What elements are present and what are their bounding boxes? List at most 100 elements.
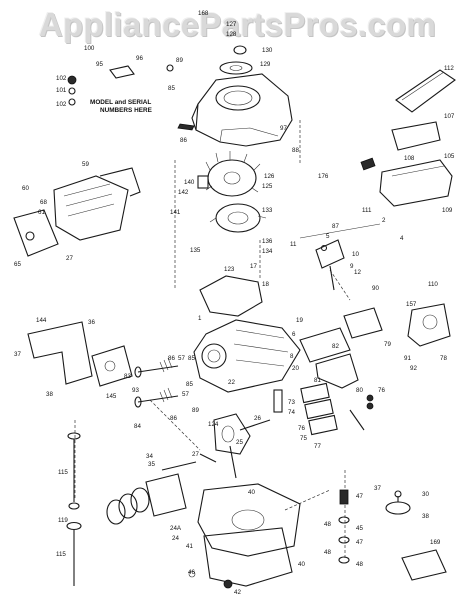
- callout-127: 127: [226, 21, 237, 28]
- callout-38: 38: [46, 391, 53, 398]
- callout-8: 8: [290, 353, 294, 360]
- ignition-module-drawing: [197, 175, 267, 233]
- callout-86-b: 86: [168, 355, 175, 362]
- callout-26: 26: [254, 415, 261, 422]
- callout-60: 60: [22, 185, 29, 192]
- callout-108: 108: [404, 155, 415, 162]
- carburetor-right-drawing: [343, 303, 451, 347]
- callout-2: 2: [382, 217, 386, 224]
- callout-46: 46: [188, 569, 195, 576]
- callout-85: 85: [168, 85, 175, 92]
- callout-48-b: 48: [324, 549, 331, 556]
- callout-74: 74: [288, 409, 295, 416]
- callout-41: 41: [186, 543, 193, 550]
- callout-105: 105: [444, 153, 455, 160]
- callout-144: 144: [36, 317, 47, 324]
- callout-61: 61: [38, 209, 45, 216]
- callout-27: 27: [66, 255, 73, 262]
- leader-lines: [74, 120, 351, 560]
- callout-92: 92: [410, 365, 417, 372]
- callout-48: 48: [324, 521, 331, 528]
- callout-24A: 24A: [170, 525, 182, 532]
- callout-86: 86: [180, 137, 187, 144]
- callout-40: 40: [248, 489, 255, 496]
- callout-5: 5: [326, 233, 330, 240]
- callout-133: 133: [262, 207, 273, 214]
- callout-20: 20: [292, 365, 299, 372]
- callout-79: 79: [384, 341, 391, 348]
- callout-57: 57: [178, 355, 185, 362]
- callout-47-b: 47: [356, 539, 363, 546]
- callout-140: 140: [184, 179, 195, 186]
- callout-89-b: 89: [192, 407, 199, 414]
- callout-77: 77: [314, 443, 321, 450]
- callout-123: 123: [224, 266, 235, 273]
- callout-112: 112: [444, 65, 454, 72]
- muffler-drawing: [315, 353, 374, 410]
- callout-95: 95: [96, 61, 103, 68]
- callout-89: 89: [176, 57, 183, 64]
- callout-11: 11: [290, 241, 297, 248]
- callout-81: 81: [314, 377, 321, 384]
- carburetor-left-drawing: [13, 167, 141, 257]
- callout-130: 130: [262, 47, 273, 54]
- engine-block-drawing: [193, 275, 351, 393]
- callout-27-b: 27: [192, 451, 199, 458]
- callout-65: 65: [14, 261, 21, 268]
- flywheel-drawing: [205, 151, 261, 197]
- valve-parts-drawing: [134, 357, 179, 408]
- callout-141: 141: [170, 209, 181, 216]
- callout-100: 100: [84, 45, 95, 52]
- callout-119: 119: [58, 517, 68, 524]
- callout-45: 45: [356, 525, 363, 532]
- callout-24: 24: [172, 535, 179, 542]
- callout-109: 109: [442, 207, 453, 214]
- callout-30: 30: [422, 491, 429, 498]
- callout-82: 82: [332, 343, 339, 350]
- callout-19: 19: [296, 317, 303, 324]
- right-lower-parts-drawing: [338, 489, 447, 581]
- callout-135: 135: [190, 247, 201, 254]
- callout-17: 17: [250, 263, 257, 270]
- callout-169: 169: [430, 539, 441, 546]
- callout-157: 157: [406, 301, 417, 308]
- callout-91: 91: [404, 355, 411, 362]
- callout-76-b: 76: [298, 425, 305, 432]
- callout-73: 73: [288, 399, 295, 406]
- callout-115: 115: [58, 469, 68, 476]
- callout-40-b: 40: [298, 561, 305, 568]
- callout-168: 168: [198, 10, 209, 17]
- callout-124: 124: [208, 421, 219, 428]
- callout-134: 134: [262, 248, 273, 255]
- callout-36: 36: [88, 319, 95, 326]
- starter-parts-drawing: [109, 45, 253, 79]
- callout-84: 84: [134, 423, 141, 430]
- callout-83: 83: [124, 373, 131, 380]
- callout-145: 145: [106, 393, 117, 400]
- callout-78: 78: [440, 355, 447, 362]
- callout-57-b: 57: [182, 391, 189, 398]
- callout-59: 59: [82, 161, 89, 168]
- callout-80: 80: [356, 387, 363, 394]
- crankshaft-drawing: [213, 413, 271, 479]
- callout-85-b: 85: [188, 355, 195, 362]
- callout-86-c: 86: [170, 415, 177, 422]
- callout-142: 142: [178, 189, 189, 196]
- callout-125: 125: [262, 183, 273, 190]
- callout-35: 35: [148, 461, 155, 468]
- blower-housing-drawing: [177, 73, 293, 147]
- callout-6: 6: [292, 331, 296, 338]
- fastener-stack-left: [67, 75, 77, 106]
- callout-107: 107: [444, 113, 455, 120]
- callout-87: 87: [332, 223, 339, 230]
- gasket-set-drawing: [273, 382, 365, 436]
- callout-18: 18: [262, 281, 269, 288]
- callout-129: 129: [260, 61, 271, 68]
- callout-25: 25: [236, 439, 243, 446]
- callout-128: 128: [226, 31, 237, 38]
- callout-101: 101: [56, 87, 67, 94]
- dipstick-drawing: [66, 432, 82, 586]
- bracket-left-drawing: [27, 321, 133, 387]
- callout-22: 22: [228, 379, 235, 386]
